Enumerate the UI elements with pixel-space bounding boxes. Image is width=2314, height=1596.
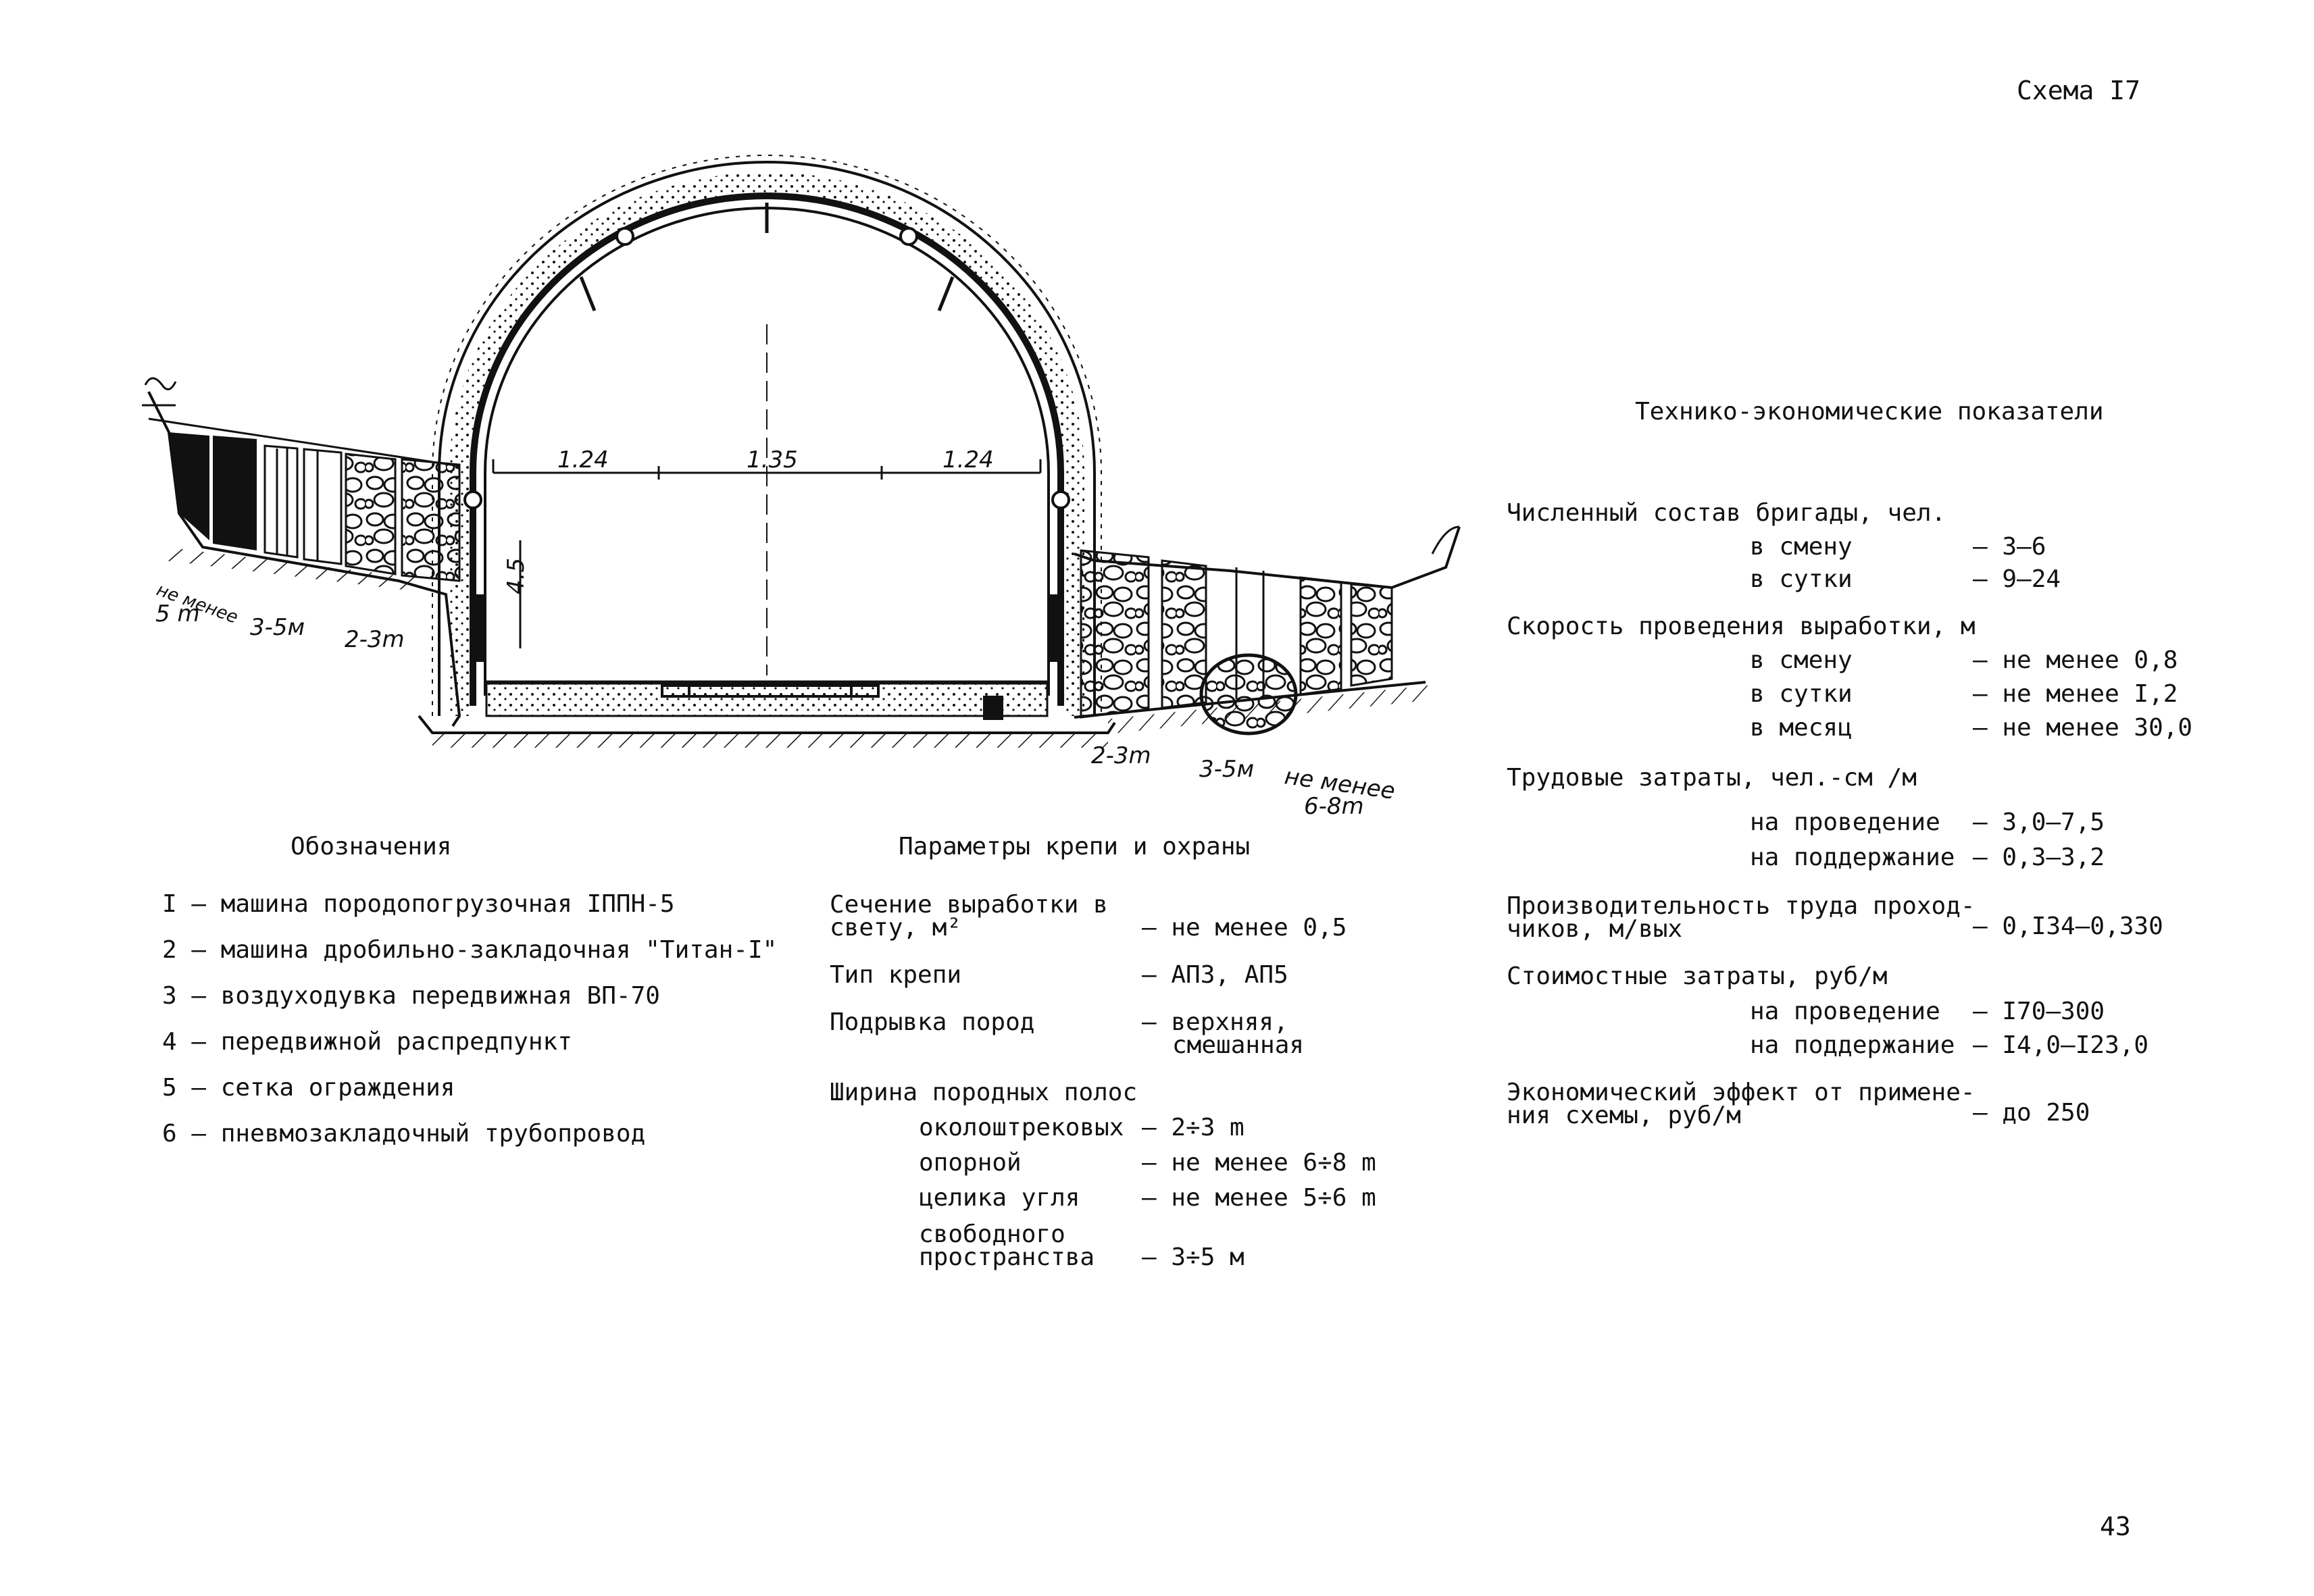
params-blasting-value-1: – верхняя,: [1142, 1008, 1288, 1036]
dim-right-support: 6-8m: [1304, 793, 1364, 820]
ind-labor-drive-value: – 3,0–7,5: [1973, 808, 2105, 836]
ind-cost-drive-label: на проведение: [1750, 998, 1940, 1025]
dim-right-band: 2-3m: [1091, 742, 1151, 769]
tunnel-cross-section-diagram: 1.24 1.35 1.24 4.5 не менее 5 m 3-5м 2-3…: [142, 155, 1461, 820]
ind-speed-shift-label: в смену: [1750, 646, 1853, 674]
ind-crew-label: Численный состав бригады, чел.: [1507, 499, 1946, 527]
ind-labor-maint-label: на поддержание: [1750, 844, 1955, 871]
params-support-value: – АП3, АП5: [1142, 961, 1288, 989]
left-rock-zone: [142, 377, 461, 727]
ind-effect-label-1: Экономический эффект от примене-: [1507, 1079, 1976, 1106]
ind-crew-day-value: – 9–24: [1973, 565, 2061, 593]
params-row-value-3: – не менее 5÷6 m: [1142, 1184, 1376, 1212]
dim-center: 1.35: [747, 446, 798, 473]
dim-left-seam: 5 m: [155, 600, 200, 627]
params-support-label: Тип крепи: [830, 961, 962, 989]
ind-labor-label: Трудовые затраты, чел.-см /м: [1507, 764, 1917, 792]
legend-item-2: 2 – машина дробильно-закладочная "Титан-…: [162, 936, 778, 964]
indicators-title: Технико-экономические показатели: [1635, 398, 2104, 426]
dim-right-free: 3-5м: [1199, 756, 1254, 783]
params-section-label-1: Сечение выработки в: [830, 891, 1108, 919]
ind-crew-shift-label: в смену: [1750, 533, 1853, 561]
params-section-label-2: свету, м²: [830, 914, 962, 942]
ind-effect-value: – до 250: [1973, 1099, 2090, 1127]
ind-cost-maint-value: – I4,0–I23,0: [1973, 1031, 2149, 1059]
legend-item-5: 5 – сетка ограждения: [162, 1074, 455, 1102]
floor-hatching: [162, 546, 1432, 748]
legend-item-1: I – машина породопогрузочная IППН-5: [162, 890, 675, 918]
ind-prod-value: – 0,I34–0,330: [1973, 912, 2163, 940]
dimension-labels: 1.24 1.35 1.24 4.5 не менее 5 m 3-5м 2-3…: [154, 446, 1397, 820]
legend-title: Обозначения: [291, 833, 452, 860]
params-free-value: – 3÷5 м: [1142, 1243, 1244, 1271]
ind-speed-day-value: – не менее I,2: [1973, 680, 2178, 708]
ind-crew-day-label: в сутки: [1750, 565, 1853, 593]
ind-cost-maint-label: на поддержание: [1750, 1031, 1955, 1059]
dim-left-band: 2-3m: [345, 626, 405, 653]
dim-height: 4.5: [503, 558, 530, 594]
dim-left: 1.24: [557, 446, 609, 473]
ind-crew-shift-value: – 3–6: [1973, 533, 2046, 561]
ind-prod-label-2: чиков, м/вых: [1507, 915, 1683, 943]
params-row-value-2: – не менее 6÷8 m: [1142, 1149, 1376, 1177]
ind-speed-month-value: – не менее 30,0: [1973, 714, 2193, 742]
params-section-value: – не менее 0,5: [1142, 914, 1347, 942]
ind-labor-maint-value: – 0,3–3,2: [1973, 844, 2105, 871]
dim-right: 1.24: [942, 446, 994, 473]
params-row-value-1: – 2÷3 m: [1142, 1114, 1244, 1141]
ind-speed-label: Скорость проведения выработки, м: [1507, 613, 1976, 640]
params-row-label-3: целика угля: [919, 1184, 1080, 1212]
params-blasting-label: Подрывка пород: [830, 1008, 1035, 1036]
params-width-label: Ширина породных полос: [830, 1079, 1138, 1106]
params-free-label-2: пространства: [919, 1243, 1095, 1271]
legend-item-6: 6 – пневмозакладочный трубопровод: [162, 1120, 646, 1148]
legend-item-3: 3 – воздуходувка передвижная ВП-70: [162, 982, 660, 1010]
ind-prod-label-1: Производительность труда проход-: [1507, 892, 1976, 920]
page-number: 43: [2100, 1512, 2131, 1541]
arch-support: [432, 155, 1102, 716]
tunnel-interior: [485, 324, 1049, 720]
ind-cost-drive-value: – I70–300: [1973, 998, 2105, 1025]
params-blasting-value-2: смешанная: [1172, 1031, 1305, 1059]
ind-labor-drive-label: на проведение: [1750, 808, 1940, 836]
ind-speed-month-label: в месяц: [1750, 714, 1853, 742]
params-row-label-2: опорной: [919, 1149, 1022, 1177]
params-free-label-1: свободного: [919, 1220, 1065, 1248]
scheme-label: Схема I7: [2017, 76, 2141, 105]
ind-cost-label: Стоимостные затраты, руб/м: [1507, 962, 1888, 990]
ind-effect-label-2: ния схемы, руб/м: [1507, 1102, 1741, 1129]
params-row-label-1: околоштрековых: [919, 1114, 1124, 1141]
ind-speed-shift-value: – не менее 0,8: [1973, 646, 2178, 674]
dim-left-free: 3-5м: [250, 614, 305, 641]
ind-speed-day-label: в сутки: [1750, 680, 1853, 708]
legend-item-4: 4 – передвижной распредпункт: [162, 1028, 572, 1056]
params-title: Параметры крепи и охраны: [899, 833, 1251, 860]
